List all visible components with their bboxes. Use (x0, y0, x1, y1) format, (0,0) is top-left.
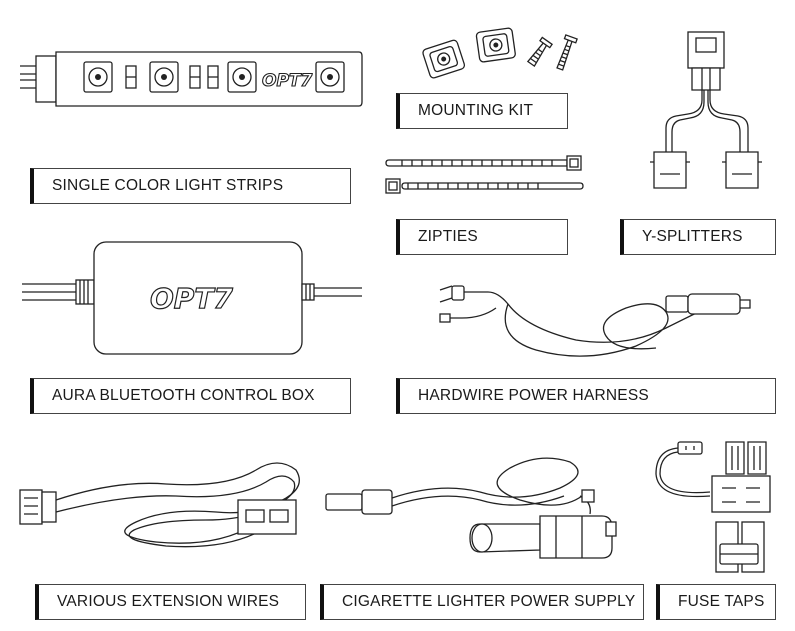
label-mounting-kit: MOUNTING KIT (396, 93, 568, 129)
label-y-splitters: Y-SPLITTERS (620, 219, 776, 255)
label-zipties: ZIPTIES (396, 219, 568, 255)
power-harness-illustration (436, 278, 756, 378)
label-text: VARIOUS EXTENSION WIRES (57, 593, 280, 610)
label-text: FUSE TAPS (678, 593, 765, 610)
label-aura-bluetooth-control-box: AURA BLUETOOTH CONTROL BOX (30, 378, 351, 414)
extension-wires-illustration (16, 450, 316, 565)
mounting-kit-illustration (418, 24, 588, 99)
label-fuse-taps: FUSE TAPS (656, 584, 776, 620)
strip-brand-mark: OPT7 (262, 71, 313, 91)
label-text: CIGARETTE LIGHTER POWER SUPPLY (342, 593, 636, 610)
control-box-illustration: OPT7 (22, 236, 377, 366)
label-text: HARDWIRE POWER HARNESS (418, 387, 649, 404)
label-single-color-light-strips: SINGLE COLOR LIGHT STRIPS (30, 168, 351, 204)
label-text: Y-SPLITTERS (642, 228, 743, 245)
fuse-taps-illustration (650, 436, 780, 591)
box-brand-mark: OPT7 (150, 282, 233, 315)
y-splitter-illustration (630, 28, 780, 223)
cigarette-lighter-illustration (320, 452, 620, 572)
label-cigarette-lighter-power-supply: CIGARETTE LIGHTER POWER SUPPLY (320, 584, 644, 620)
label-hardwire-power-harness: HARDWIRE POWER HARNESS (396, 378, 776, 414)
zip-ties-illustration (382, 150, 587, 205)
label-text: AURA BLUETOOTH CONTROL BOX (52, 387, 315, 404)
label-various-extension-wires: VARIOUS EXTENSION WIRES (35, 584, 306, 620)
led-light-strip-illustration: + B R G OPT7 (14, 44, 364, 119)
label-text: SINGLE COLOR LIGHT STRIPS (52, 177, 284, 194)
label-text: MOUNTING KIT (418, 102, 534, 119)
label-text: ZIPTIES (418, 228, 478, 245)
